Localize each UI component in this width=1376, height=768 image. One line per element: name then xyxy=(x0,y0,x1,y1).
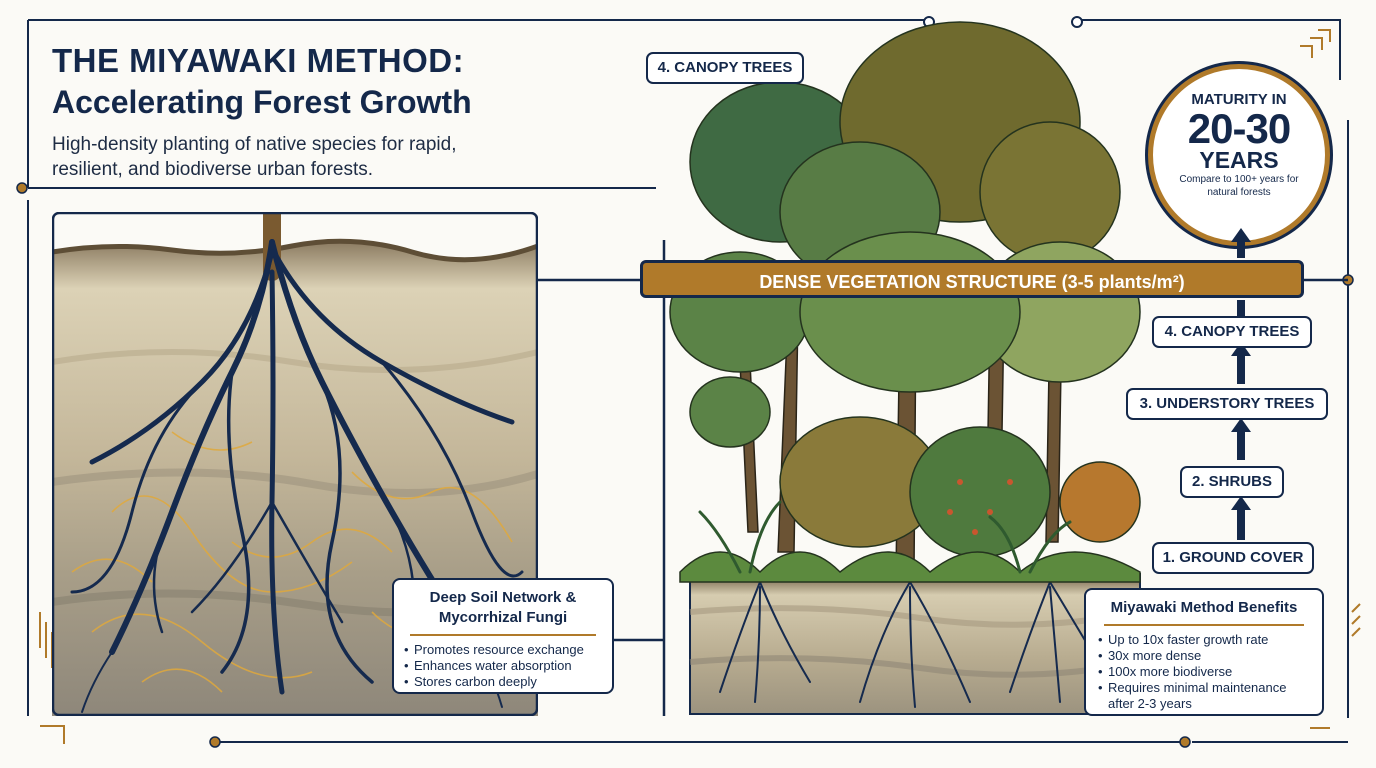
forest-illustration xyxy=(669,21,1141,715)
maturity-years-range: 20-30 xyxy=(1187,105,1291,152)
list-item: Enhances water absorption xyxy=(404,658,604,674)
list-item: Stores carbon deeply xyxy=(404,674,604,690)
layer-canopy-trees: 4. CANOPY TREES xyxy=(1152,316,1312,348)
page-subtitle-heading: Accelerating Forest Growth xyxy=(52,84,472,120)
maturity-badge: MATURITY IN 20-30 YEARS Compare to 100+ … xyxy=(1148,64,1330,246)
benefits-card-title: Miyawaki Method Benefits xyxy=(1110,599,1298,616)
layer-shrubs: 2. SHRUBS xyxy=(1180,466,1284,498)
dense-vegetation-banner: DENSE VEGETATION STRUCTURE (3-5 plants/m… xyxy=(640,260,1304,298)
root-network-illustration xyxy=(52,212,538,716)
list-item: Promotes resource exchange xyxy=(404,642,604,658)
page-title: THE MIYAWAKI METHOD: xyxy=(52,42,465,79)
top-canopy-label: 4. CANOPY TREES xyxy=(646,52,804,84)
benefits-list: Up to 10x faster growth rate 30x more de… xyxy=(1096,632,1312,712)
list-item: Up to 10x faster growth rate xyxy=(1098,632,1312,648)
soil-card-divider xyxy=(410,634,596,636)
layer-understory-trees: 3. UNDERSTORY TREES xyxy=(1126,388,1328,420)
list-item: 30x more dense xyxy=(1098,648,1312,664)
maturity-label: MATURITY IN xyxy=(1191,91,1287,108)
maturity-years-unit: YEARS xyxy=(1199,147,1279,173)
soil-network-card: Deep Soil Network & Mycorrhizal Fungi Pr… xyxy=(392,578,614,694)
soil-network-list: Promotes resource exchange Enhances wate… xyxy=(402,642,604,690)
layer-ground-cover: 1. GROUND COVER xyxy=(1152,542,1314,574)
soil-network-card-title: Deep Soil Network & Mycorrhizal Fungi xyxy=(429,589,577,626)
layer-stack-arrows xyxy=(1231,228,1251,540)
benefits-card: Miyawaki Method Benefits Up to 10x faste… xyxy=(1084,588,1324,716)
list-item: 100x more biodiverse xyxy=(1098,664,1312,680)
list-item: Requires minimal maintenance after 2-3 y… xyxy=(1098,680,1312,712)
page-description: High-density planting of native species … xyxy=(52,134,457,180)
maturity-comparison-note: Compare to 100+ years for natural forest… xyxy=(1179,174,1299,198)
benefits-card-divider xyxy=(1104,624,1304,626)
